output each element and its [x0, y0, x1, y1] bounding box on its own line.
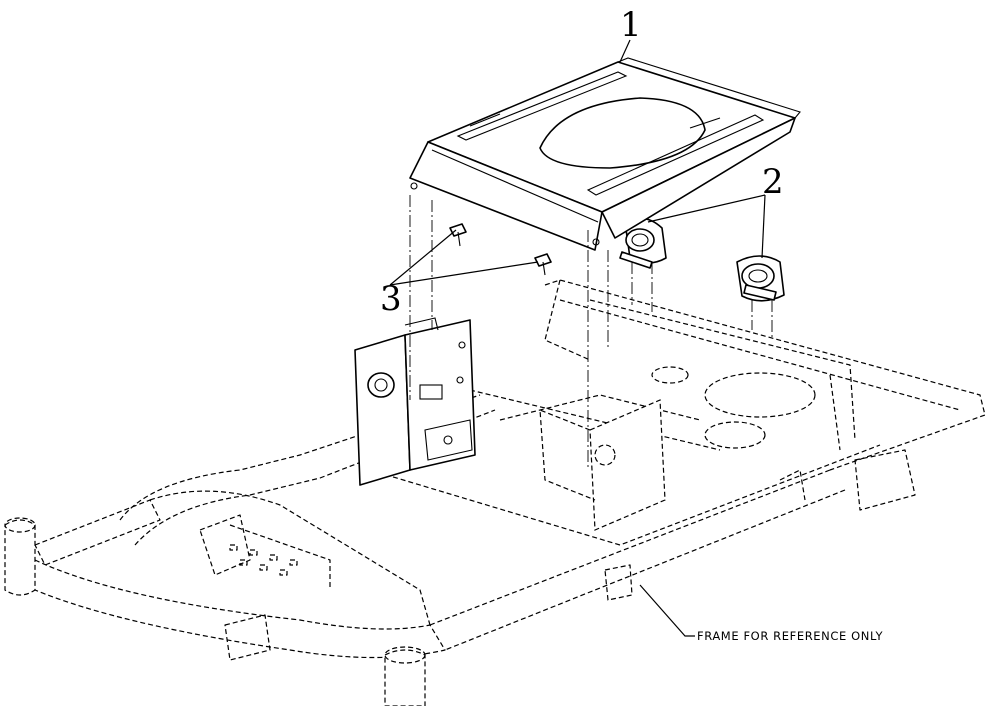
callout-1: 1 [620, 5, 642, 45]
frame-reference [4, 279, 986, 706]
assembly-centerlines [409, 195, 773, 470]
seat-mount-bracket [354, 317, 476, 486]
part-2-bumper-left [619, 217, 667, 269]
callout-2: 2 [762, 162, 784, 202]
part-1-seat-pan [409, 57, 801, 251]
callout-3: 3 [380, 279, 402, 319]
part-3-bolts [449, 223, 552, 276]
frame-reference-note: FRAME FOR REFERENCE ONLY [697, 629, 883, 643]
part-2-bumper-right [736, 255, 785, 302]
frame-holes [229, 544, 298, 576]
callout-leaders [389, 39, 766, 637]
